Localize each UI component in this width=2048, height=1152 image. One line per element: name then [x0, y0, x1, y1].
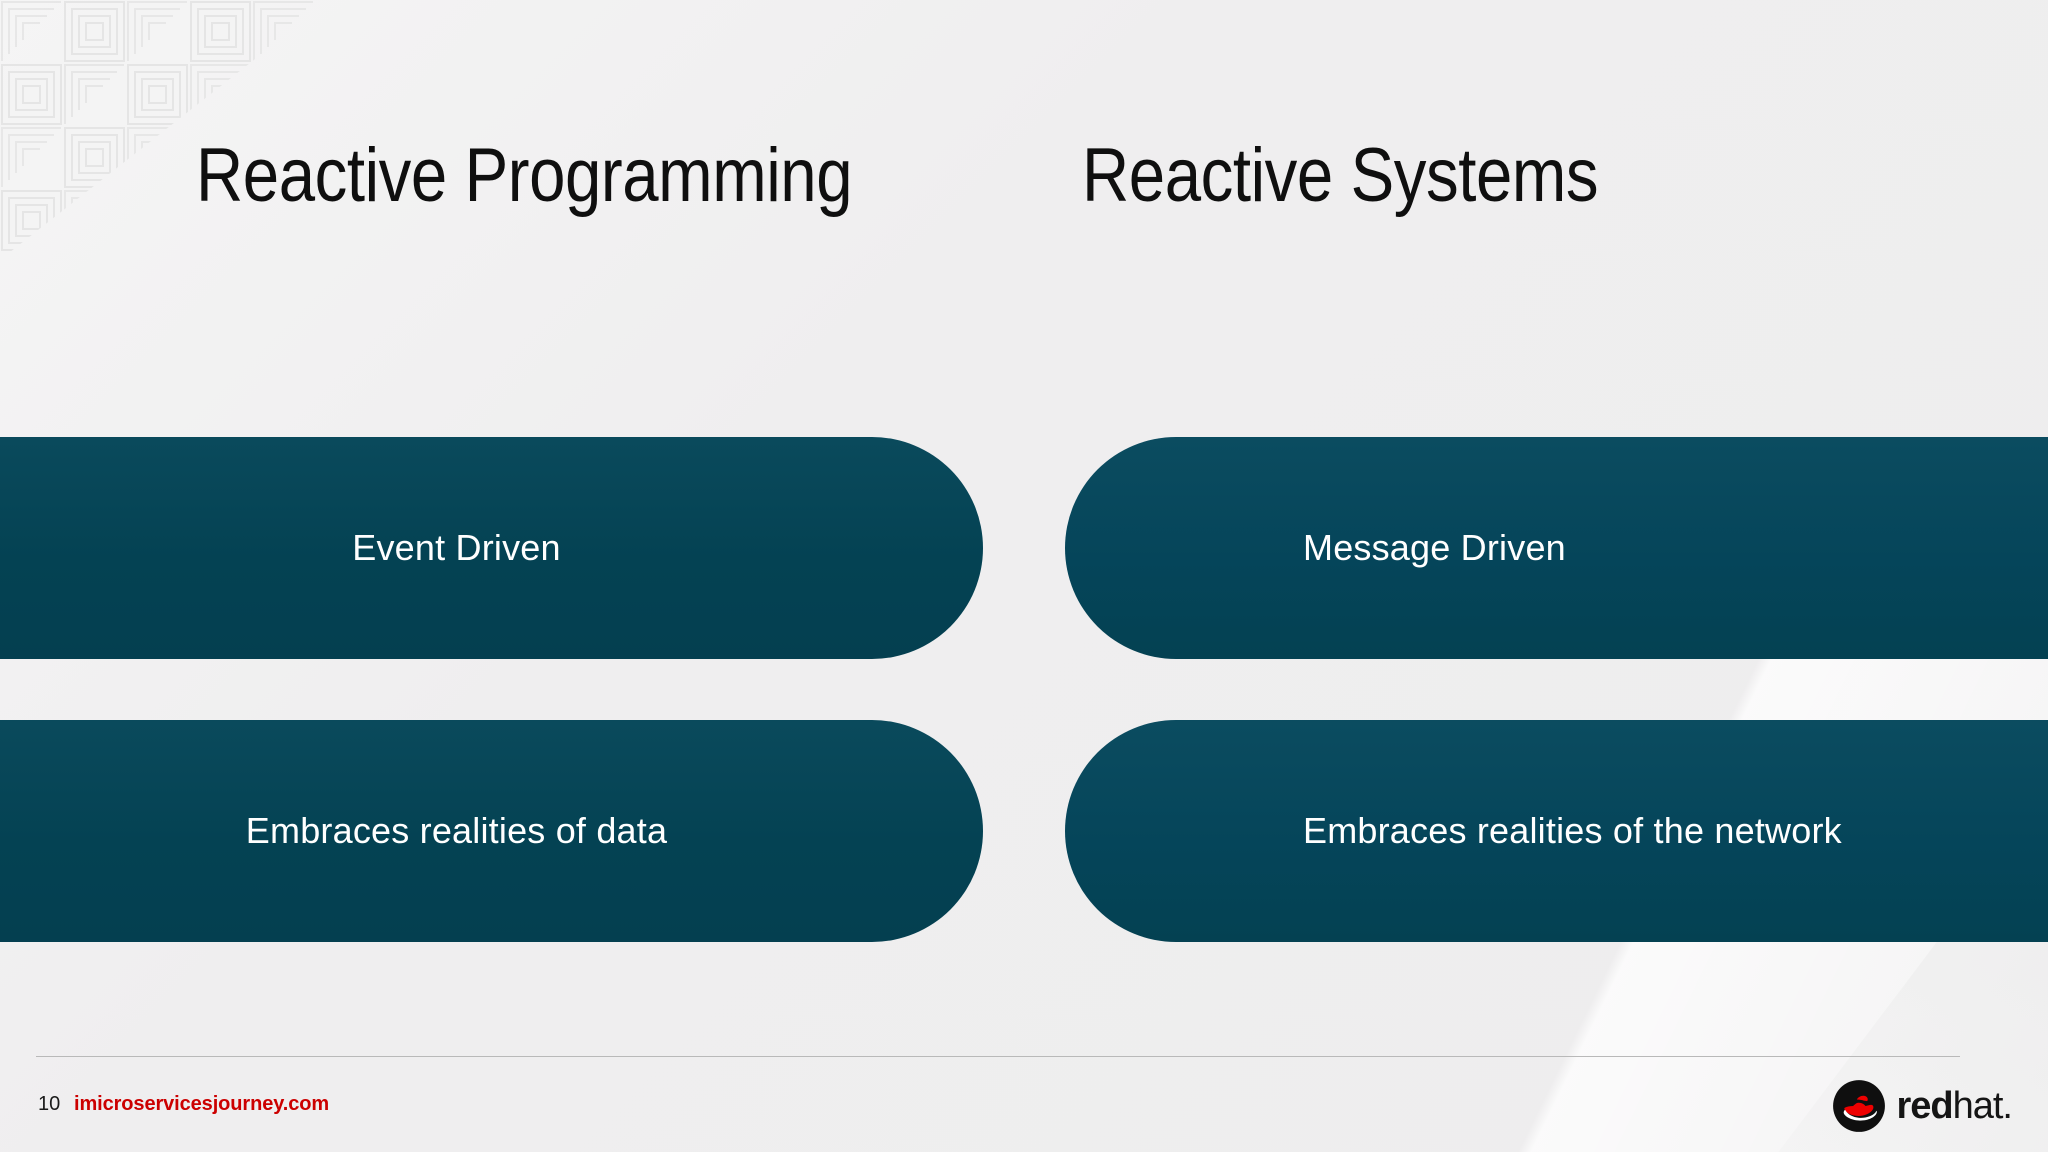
- pill-embraces-realities-of-the-network[interactable]: Embraces realities of the network: [1065, 720, 2048, 942]
- pill-label: Embraces realities of data: [245, 810, 668, 851]
- column-title-reactive-systems: Reactive Systems: [1082, 133, 1599, 218]
- column-title-reactive-programming: Reactive Programming: [196, 133, 853, 218]
- slide-footer: 10 imicroservicesjourney.com redhat.: [0, 1080, 2048, 1145]
- pill-label: Embraces realities of the network: [1303, 810, 1842, 851]
- page-number: 10: [38, 1093, 61, 1115]
- pill-event-driven[interactable]: Event Driven: [0, 437, 983, 659]
- footer-website-link[interactable]: imicroservicesjourney.com: [74, 1093, 330, 1115]
- wordmark-red: red: [1896, 1085, 1953, 1127]
- pill-message-driven[interactable]: Message Driven: [1065, 437, 2048, 659]
- red-hat-wordmark: redhat.: [1896, 1085, 2013, 1127]
- red-hat-shadowman-icon: [1833, 1080, 1886, 1132]
- pill-label: Message Driven: [1303, 527, 1566, 568]
- pill-label: Event Driven: [352, 527, 561, 568]
- red-hat-logo: redhat.: [1832, 1079, 2013, 1133]
- wordmark-hat: hat.: [1952, 1085, 2013, 1127]
- pill-embraces-realities-of-data[interactable]: Embraces realities of data: [0, 720, 983, 942]
- footer-divider: [36, 1056, 1960, 1057]
- column-headings: Reactive Programming Reactive Systems: [0, 0, 2048, 300]
